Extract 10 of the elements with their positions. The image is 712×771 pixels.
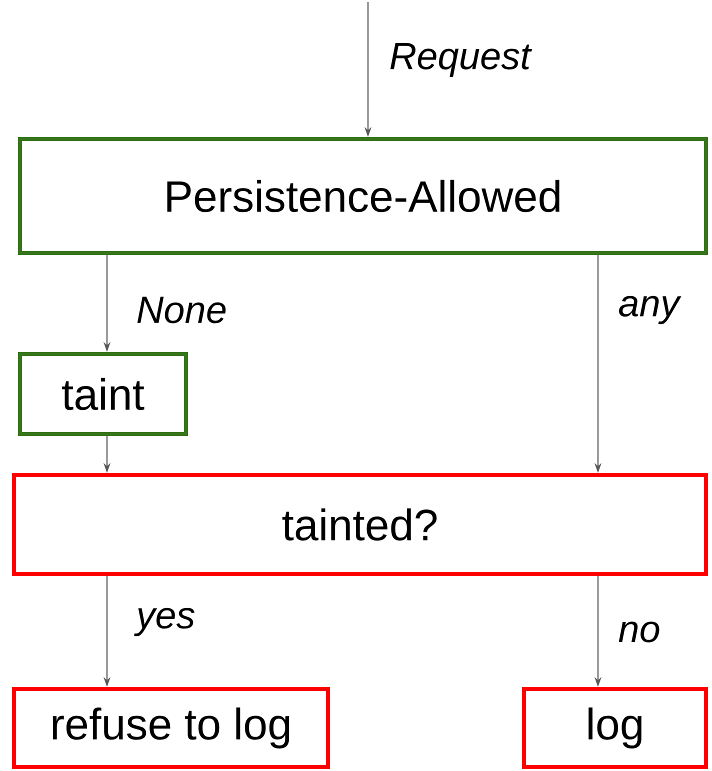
process-box: refuse to log xyxy=(12,687,330,769)
edge-label: Request xyxy=(388,42,532,78)
process-box: taint xyxy=(18,352,188,436)
process-box: tainted? xyxy=(12,473,708,576)
edge-label: None xyxy=(135,296,228,324)
process-box: log xyxy=(522,687,708,769)
process-box: Persistence-Allowed xyxy=(18,137,708,255)
edge-label: any xyxy=(617,294,682,326)
edge-label: yes xyxy=(134,606,196,638)
edge-label: no xyxy=(617,620,662,644)
